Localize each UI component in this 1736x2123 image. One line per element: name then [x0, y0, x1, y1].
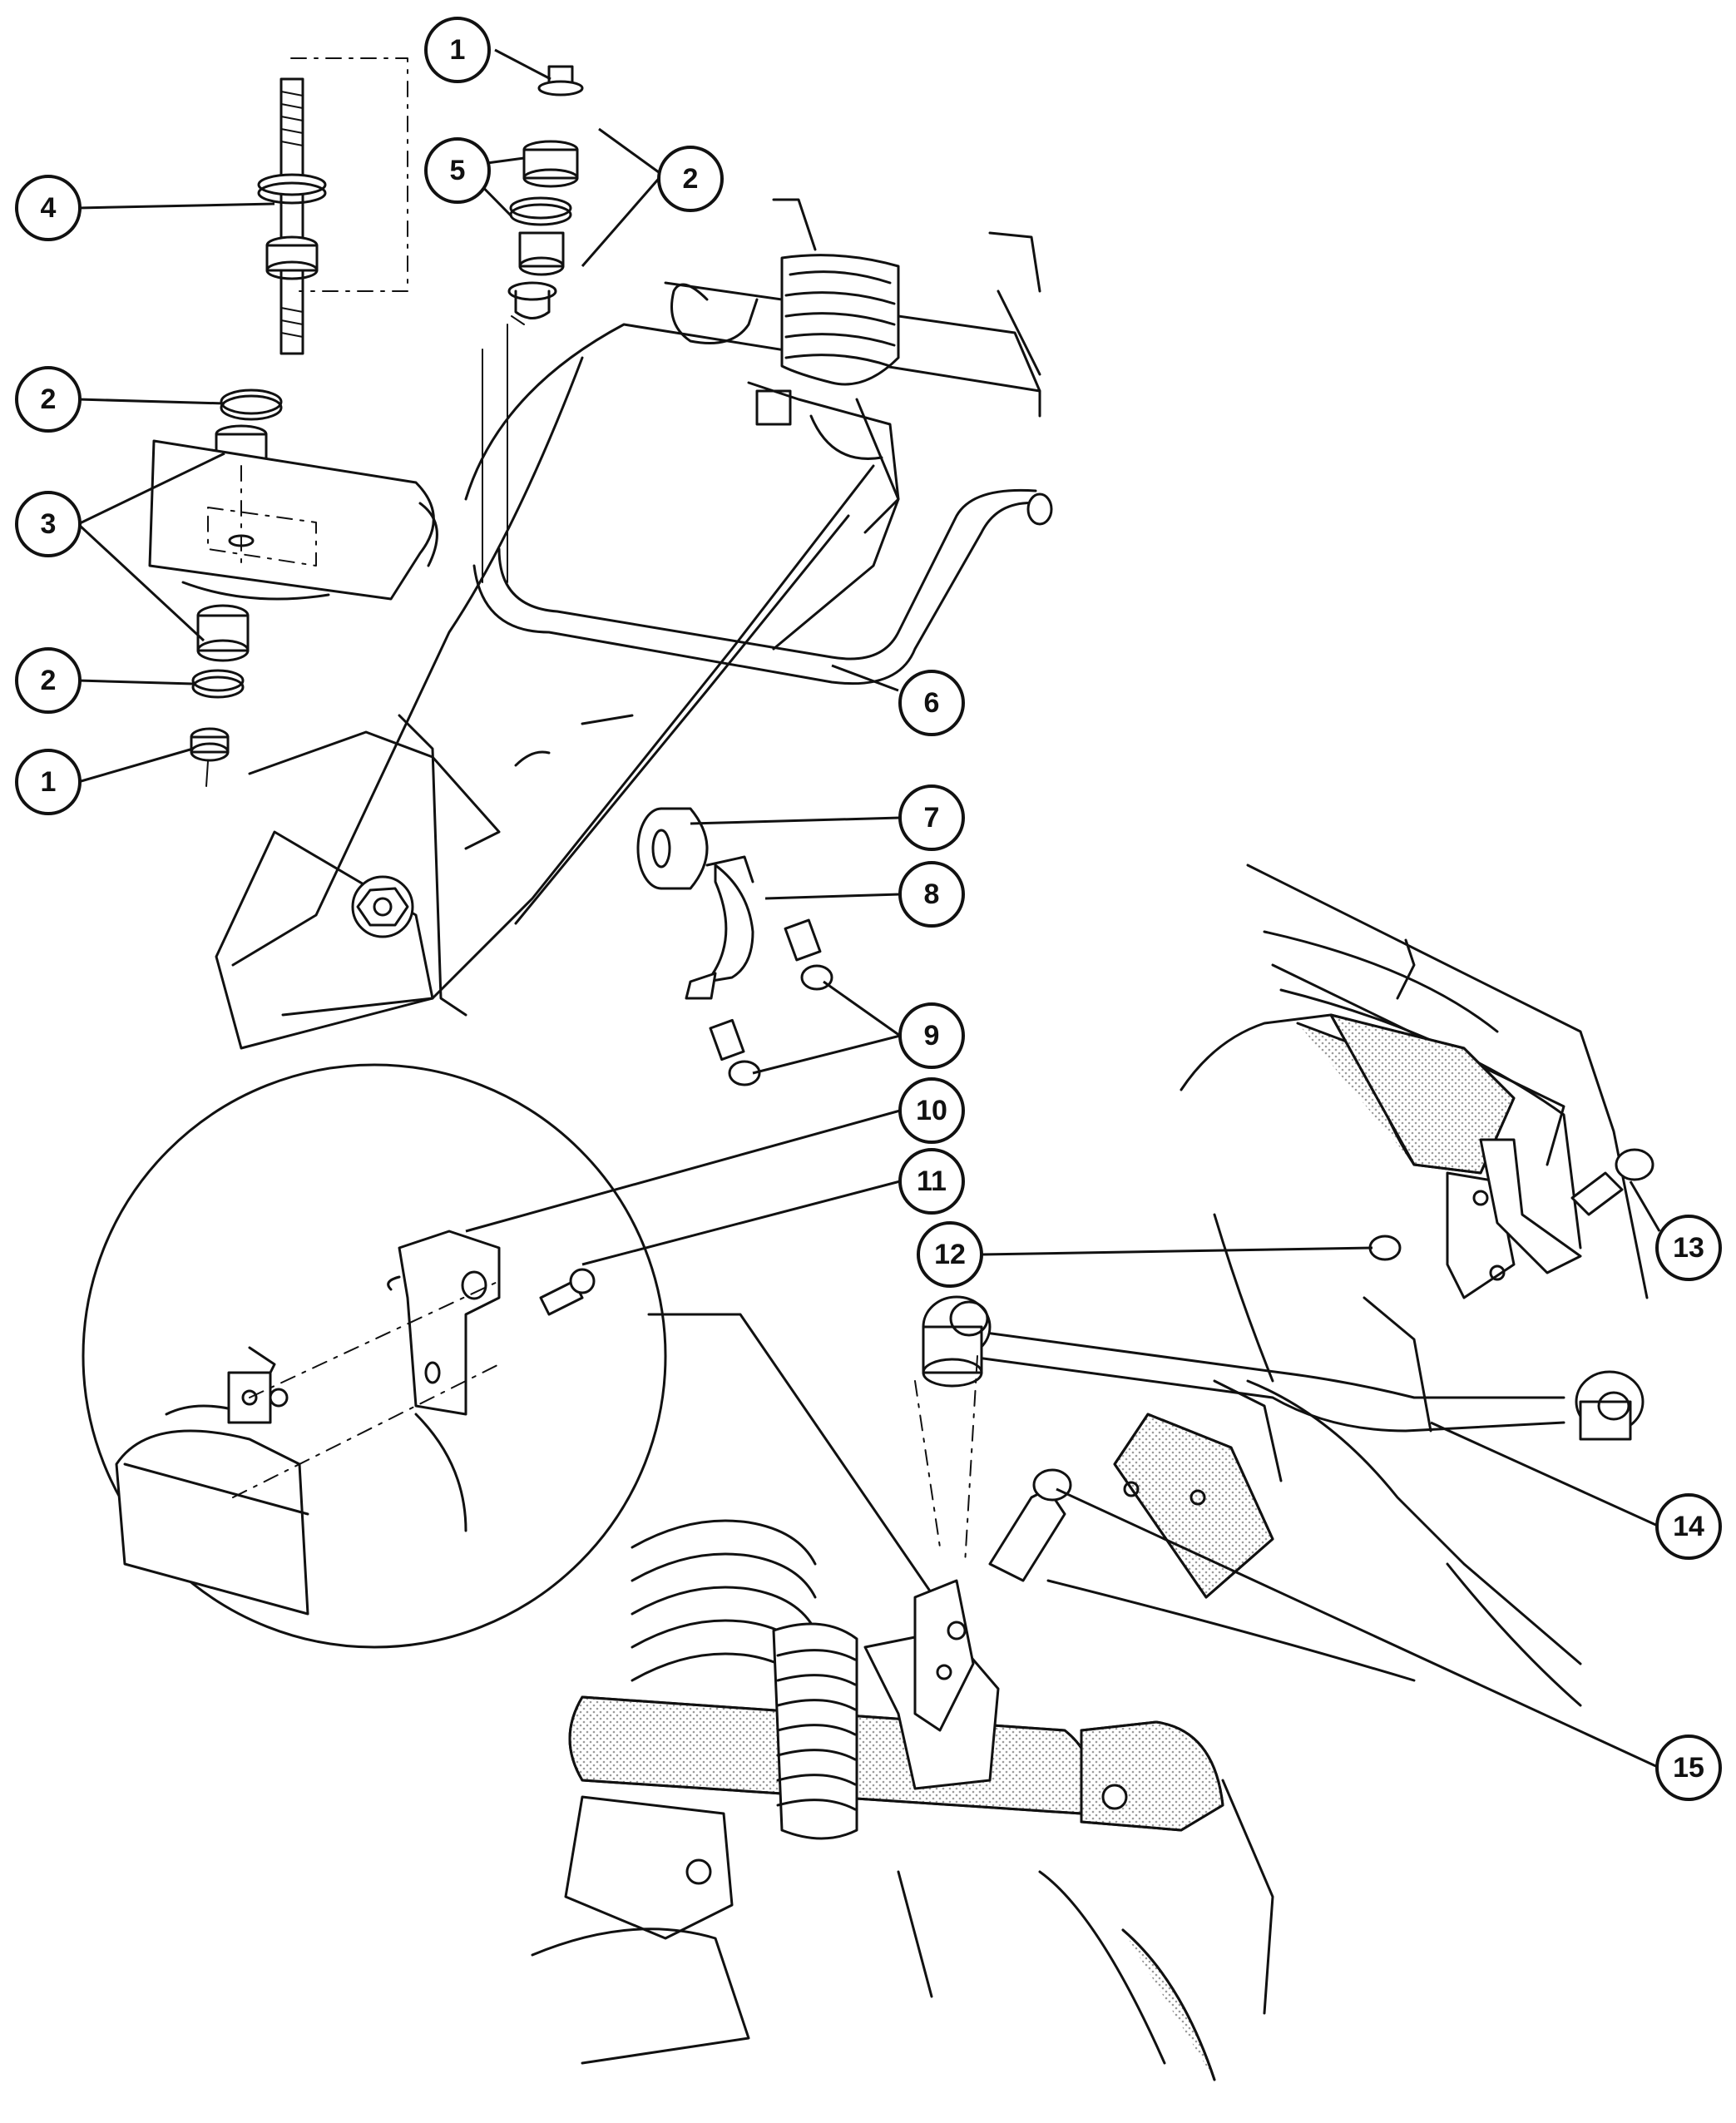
- svg-text:2: 2: [41, 384, 57, 415]
- svg-text:11: 11: [917, 1165, 947, 1197]
- callout-15: 15: [1655, 1735, 1722, 1801]
- frame-rail-upper: [464, 198, 1041, 501]
- callout-1-left: 1: [15, 749, 82, 815]
- stabilizer-bar: [472, 488, 1053, 685]
- callout-6: 6: [898, 670, 965, 736]
- lower-control-arm: [148, 439, 438, 601]
- callout-10: 10: [898, 1077, 965, 1144]
- callout-3: 3: [15, 491, 82, 557]
- line-artwork: [82, 57, 1654, 2081]
- svg-text:3: 3: [41, 508, 57, 540]
- callout-8: 8: [898, 861, 965, 928]
- callout-2-top-right: 2: [657, 146, 724, 212]
- lower-bushing-stack-left: [190, 604, 250, 787]
- svg-text:6: 6: [924, 687, 940, 719]
- callout-4: 4: [15, 175, 82, 241]
- stabilizer-link-bolt: [257, 77, 327, 355]
- svg-text:5: 5: [450, 155, 466, 186]
- callout-1-top: 1: [424, 17, 491, 83]
- steering-boot-upper: [747, 254, 900, 534]
- detail-view-circle: [82, 1063, 667, 1649]
- callout-7: 7: [898, 784, 965, 851]
- svg-text:1: 1: [41, 766, 57, 798]
- callout-2-left-upper: 2: [15, 366, 82, 433]
- svg-text:10: 10: [916, 1095, 947, 1126]
- svg-text:14: 14: [1673, 1511, 1704, 1542]
- callout-9: 9: [898, 1002, 965, 1069]
- svg-text:2: 2: [683, 163, 699, 195]
- lower-mounting-bracket: [913, 1468, 1072, 1732]
- stabilizer-bar-lower: [914, 1295, 1645, 1565]
- callout-14: 14: [1655, 1493, 1722, 1560]
- svg-text:4: 4: [41, 192, 57, 224]
- svg-text:7: 7: [924, 802, 940, 834]
- callout-5: 5: [424, 137, 491, 204]
- svg-text:15: 15: [1673, 1752, 1704, 1784]
- side-rail-panel: [215, 356, 900, 1050]
- lower-suspension-assembly: [531, 1519, 1274, 2081]
- callouts: 1 2 5 4 2 3 2 1: [15, 17, 1722, 1801]
- svg-text:1: 1: [450, 34, 466, 66]
- callout-13: 13: [1655, 1215, 1722, 1281]
- svg-text:9: 9: [924, 1020, 940, 1052]
- callout-12: 12: [917, 1221, 983, 1288]
- callout-11: 11: [898, 1148, 965, 1215]
- callout-2-left-lower: 2: [15, 647, 82, 714]
- svg-text:8: 8: [924, 878, 940, 910]
- svg-text:13: 13: [1673, 1232, 1704, 1264]
- right-body-panel: [1046, 864, 1649, 1707]
- stabilizer-bushing-and-clamp: [636, 807, 833, 1086]
- svg-text:2: 2: [41, 665, 57, 696]
- svg-text:12: 12: [934, 1239, 966, 1270]
